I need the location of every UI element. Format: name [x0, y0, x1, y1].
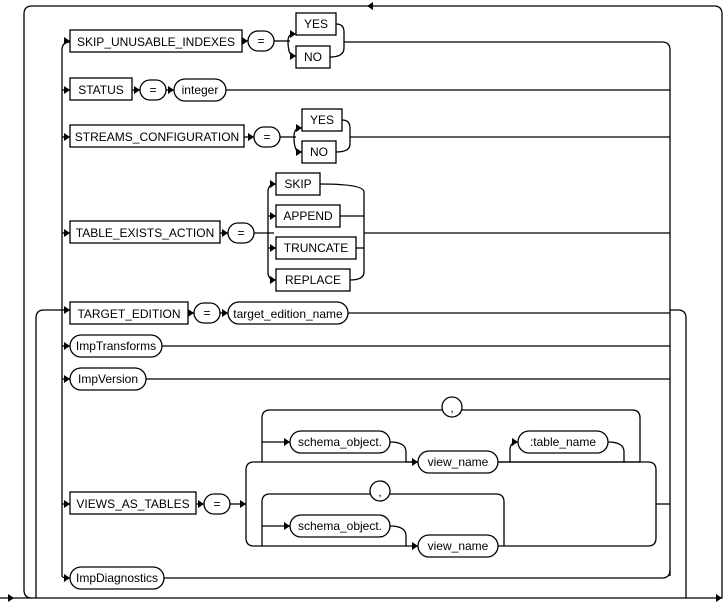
views-as-tables-branch: VIEWS_AS_TABLES = , schema_object. view_… [62, 396, 670, 558]
comma-label: , [450, 401, 453, 415]
streams-configuration-branch: STREAMS_CONFIGURATION = YES NO [62, 108, 670, 164]
skip-unusable-indexes-branch: SKIP_UNUSABLE_INDEXES = YES NO [69, 12, 345, 69]
comma-symbol [369, 480, 391, 502]
no-option-label: NO [304, 50, 322, 64]
table-exists-action-label: TABLE_EXISTS_ACTION [76, 226, 215, 240]
skip-unusable-indexes-label: SKIP_UNUSABLE_INDEXES [77, 35, 235, 49]
equals-label: = [149, 83, 156, 97]
equals-label: = [257, 34, 264, 48]
yes-option-label: YES [304, 17, 328, 31]
yes-option-label: YES [310, 113, 334, 127]
imp-diagnostics-branch: ImpDiagnostics [61, 566, 671, 590]
table-exists-action-keyword [69, 220, 221, 244]
integer-label: integer [182, 83, 219, 97]
target-edition-branch: TARGET_EDITION = target_edition_name [56, 301, 670, 325]
schema-object-label: schema_object. [298, 519, 382, 533]
imp-transforms-branch: ImpTransforms [62, 334, 670, 358]
comma-symbol [441, 396, 463, 418]
target-edition-label: TARGET_EDITION [77, 307, 180, 321]
status-keyword [69, 77, 133, 101]
choice-bracket [35, 41, 687, 598]
comma-label: , [378, 485, 381, 499]
equals-label: = [263, 130, 270, 144]
schema-object-label: schema_object. [298, 435, 382, 449]
views-as-tables-label: VIEWS_AS_TABLES [76, 497, 189, 511]
view-name-label: view_name [428, 455, 489, 469]
status-label: STATUS [78, 83, 124, 97]
imp-version-label: ImpVersion [78, 372, 138, 386]
replace-option-label: REPLACE [285, 273, 341, 287]
target-edition-name-label: target_edition_name [233, 307, 343, 321]
table-exists-action-branch: TABLE_EXISTS_ACTION = SKIP APPEND TRUNCA… [62, 172, 670, 292]
equals-label: = [203, 306, 210, 320]
table-name-label: :table_name [530, 435, 596, 449]
no-option-label: NO [310, 145, 328, 159]
truncate-option-label: TRUNCATE [284, 241, 348, 255]
imp-version-branch: ImpVersion [62, 367, 670, 391]
flow-arrows [64, 30, 518, 582]
equals-label: = [237, 226, 244, 240]
append-option-label: APPEND [283, 209, 333, 223]
view-name-label: view_name [428, 539, 489, 553]
views-as-tables-keyword [69, 491, 197, 515]
skip-option-label: SKIP [284, 177, 311, 191]
imp-diagnostics-label: ImpDiagnostics [76, 571, 158, 585]
status-branch: STATUS = integer [62, 77, 670, 102]
equals-label: = [213, 497, 220, 511]
imp-transforms-label: ImpTransforms [76, 339, 156, 353]
streams-configuration-label: STREAMS_CONFIGURATION [75, 130, 239, 144]
streams-configuration-keyword [69, 124, 245, 148]
